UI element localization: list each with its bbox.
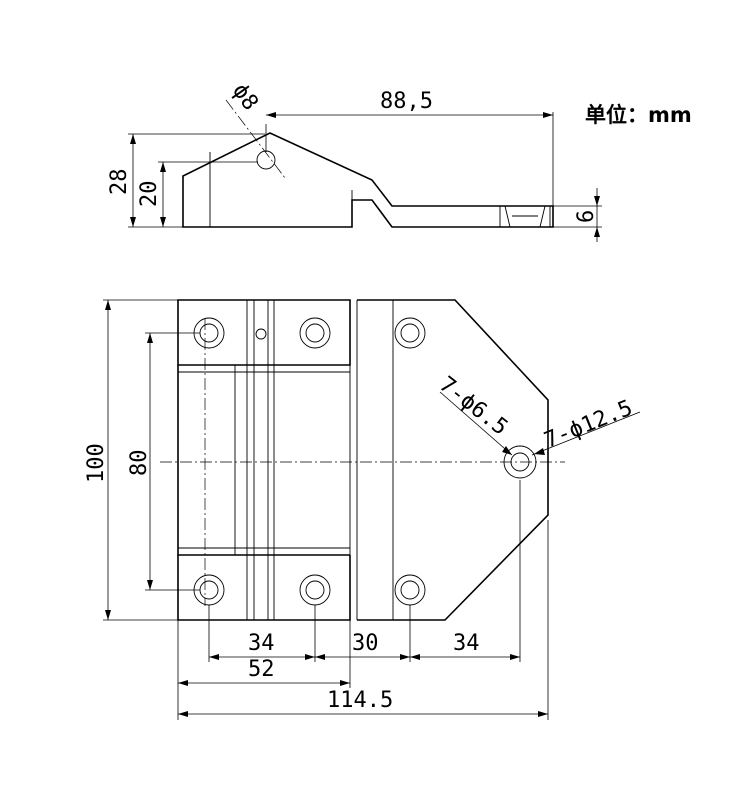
side-view-outline — [182, 132, 554, 228]
side-pin-hole — [256, 150, 276, 170]
dim-arrow — [510, 654, 520, 660]
side-view: 88,5 ϕ8 28 20 6 — [107, 79, 602, 242]
left-leaf-bottom — [177, 555, 351, 621]
dim-arrow — [178, 711, 188, 717]
dim-arrow — [340, 680, 350, 686]
side-pin-centerline — [225, 99, 286, 179]
dim-arrow — [410, 654, 420, 660]
dim-arrow — [315, 654, 325, 660]
right-leaf-outline — [357, 299, 549, 621]
leader-arrow — [534, 448, 545, 455]
dim-arrow — [130, 134, 136, 144]
dim-text-hole-spacing-v: 80 — [127, 450, 152, 477]
dim-text-height-total: 28 — [107, 169, 132, 196]
dim-text-hole-spacing-right: 34 — [453, 631, 480, 656]
side-plate-hole — [499, 205, 551, 228]
leader-counterbore — [531, 411, 641, 456]
dim-arrow — [178, 680, 188, 686]
callout-small-hole: 7-ϕ6.5 — [434, 372, 512, 441]
dim-arrow — [538, 711, 548, 717]
leader-arrow — [502, 446, 512, 455]
dim-text-length: 88,5 — [380, 89, 433, 114]
front-view: 7-ϕ6.5 7-ϕ12.5 100 80 34 3 — [84, 299, 641, 720]
dim-text-hole-dia: ϕ8 — [227, 79, 263, 115]
dim-arrow — [147, 580, 153, 590]
mounting-hole — [394, 574, 426, 606]
callout-counterbore: 7-ϕ12.5 — [541, 396, 636, 454]
dim-arrow — [147, 333, 153, 343]
dim-arrow — [209, 654, 219, 660]
side-plate-hole-hatch — [539, 205, 546, 228]
mounting-hole — [299, 574, 331, 606]
dim-text-plate-thickness: 6 — [574, 210, 599, 223]
dim-arrow — [130, 217, 136, 227]
dim-text-height-total: 100 — [84, 443, 109, 483]
dim-arrow — [400, 654, 410, 660]
dim-arrow — [105, 610, 111, 620]
pin-barrel — [246, 299, 275, 621]
dim-arrow — [305, 654, 315, 660]
mounting-hole — [394, 317, 426, 349]
leader-small-hole — [439, 391, 513, 456]
dim-arrow — [105, 300, 111, 310]
dim-text-height-body: 20 — [137, 181, 162, 208]
dim-arrow — [266, 112, 276, 118]
dim-text-width-left-leaf: 52 — [248, 657, 275, 682]
dim-arrow — [543, 112, 553, 118]
dim-arrow — [160, 162, 166, 172]
dim-arrow — [160, 217, 166, 227]
dim-text-gap-middle: 30 — [352, 631, 379, 656]
unit-label: 单位：mm — [585, 103, 692, 127]
side-plate-hole-hatch — [504, 205, 511, 228]
left-leaf-body — [177, 365, 350, 556]
pin-head — [255, 328, 267, 340]
dim-arrow — [594, 227, 600, 237]
dim-arrow — [594, 196, 600, 206]
dim-text-width-total: 114.5 — [327, 688, 393, 713]
mounting-hole — [299, 317, 331, 349]
dim-text-hole-spacing-left: 34 — [248, 631, 275, 656]
